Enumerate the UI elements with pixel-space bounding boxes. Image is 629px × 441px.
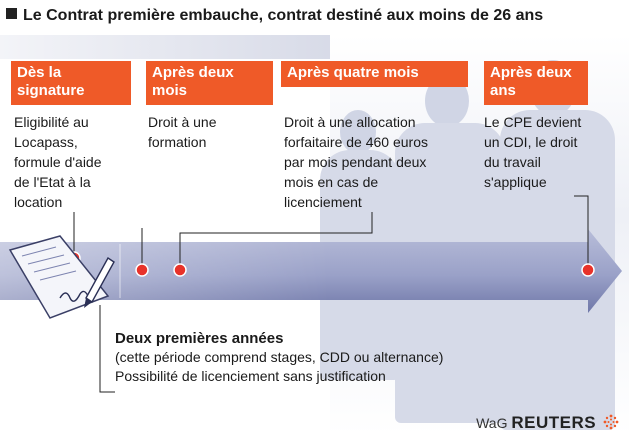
stage-text-two-months: Droit à une formation <box>148 114 217 150</box>
period-note: Possibilité de licenciement sans justifi… <box>115 368 386 384</box>
period-block: Deux premières années (cette période com… <box>115 329 535 386</box>
title-bullet-icon <box>6 8 17 19</box>
timeline-marker <box>135 263 149 277</box>
timeline-marker <box>173 263 187 277</box>
period-title: Deux premières années <box>115 330 284 347</box>
source-credit: WaG REUTERS <box>476 413 619 433</box>
stage-text-four-months: Droit à une allocation forfaitaire de 46… <box>284 114 428 210</box>
stage-text-signature: Eligibilité au Locapass, formule d'aide … <box>14 114 102 210</box>
reuters-logo-icon <box>603 414 619 430</box>
stage-heading-two-months: Après deux mois <box>146 61 273 105</box>
stage-heading-signature: Dès la signature <box>11 61 131 105</box>
title-text: Le Contrat première embauche, contrat de… <box>23 7 544 24</box>
timeline-marker <box>581 263 595 277</box>
period-subtitle: (cette période comprend stages, CDD ou a… <box>115 349 444 365</box>
contract-signature-icon <box>8 235 115 319</box>
stage-heading-two-years: Après deux ans <box>484 61 588 105</box>
connector-lines <box>73 195 589 393</box>
stage-text-two-years: Le CPE devient un CDI, le droit du trava… <box>484 114 582 190</box>
stage-heading-four-months: Après quatre mois <box>281 61 468 87</box>
page-title: Le Contrat première embauche, contrat de… <box>6 7 626 25</box>
